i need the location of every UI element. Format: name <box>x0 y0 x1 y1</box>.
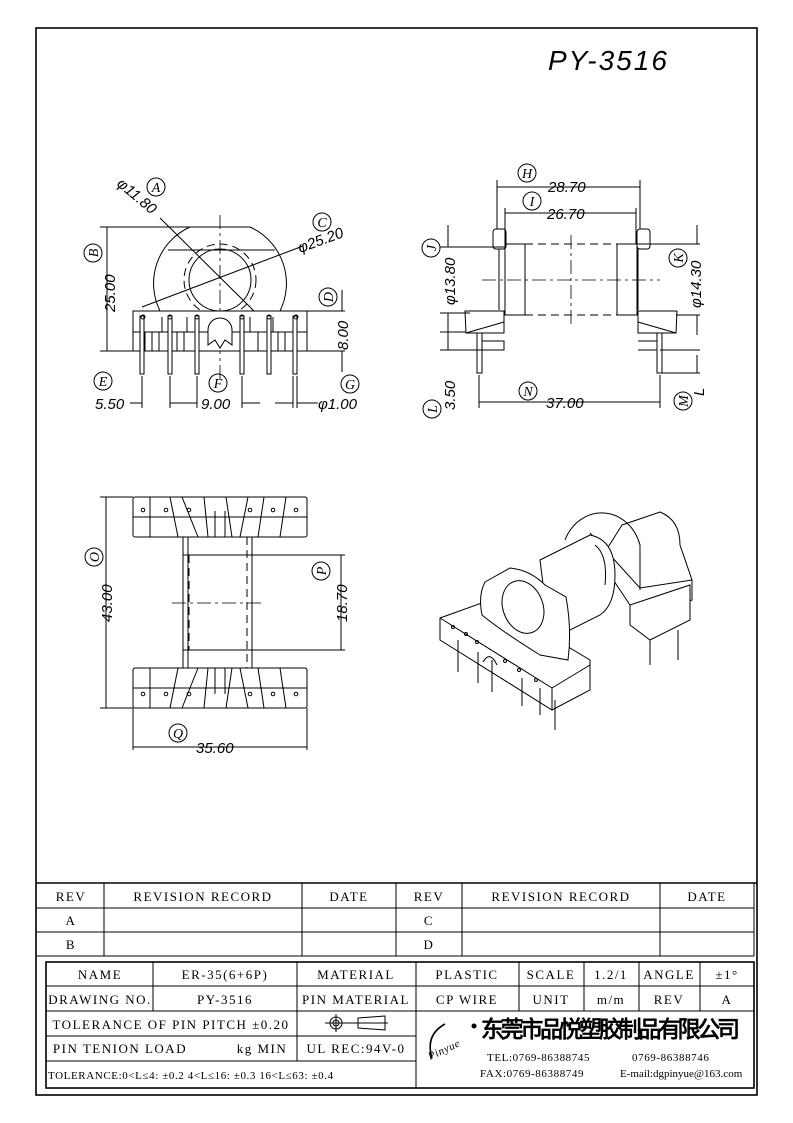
unit-label: UNIT <box>532 992 569 1007</box>
pin-tension-label: PIN TENION LOAD <box>53 1041 187 1056</box>
pin-material-label: PIN MATERIAL <box>302 992 410 1007</box>
side-view: H 28.70 I 26.70 J φ13.80 K φ14.30 L 3.50… <box>421 163 708 419</box>
scale-value: 1.2/1 <box>594 967 628 982</box>
tolerance-note: TOLERANCE:0<L≤4: ±0.2 4<L≤16: ±0.3 16<L≤… <box>48 1070 334 1082</box>
dim-letter-j: J <box>425 244 440 251</box>
pin-material-value: CP WIRE <box>436 992 498 1007</box>
title-block: NAME ER-35(6+6P) MATERIAL PLASTIC SCALE … <box>45 961 755 1089</box>
angle-value: ±1° <box>715 967 738 982</box>
pin-tension-unit: kg MIN <box>237 1041 288 1056</box>
rev-header: REV <box>56 889 87 904</box>
rev-value: A <box>722 992 733 1007</box>
dim-letter-i: I <box>529 195 536 210</box>
dim-g-value: φ1.00 <box>318 396 358 413</box>
rev-d: D <box>424 937 435 952</box>
dim-letter-b: B <box>87 248 102 257</box>
dim-letter-m: M <box>677 394 692 408</box>
dim-q-value: 35.60 <box>196 740 234 757</box>
company-email: E-mail:dgpinyue@163.com <box>620 1068 743 1080</box>
dim-m-value: L <box>691 388 708 396</box>
dim-b-value: 25.00 <box>102 274 119 313</box>
dim-i-value: 26.70 <box>546 206 585 223</box>
dim-letter-h: H <box>521 167 533 182</box>
dim-j-value: φ13.80 <box>442 257 459 305</box>
drawing-title: PY-3516 <box>548 45 669 76</box>
rev-label: REV <box>654 992 685 1007</box>
material-label: MATERIAL <box>317 967 395 982</box>
dim-letter-f: F <box>213 377 223 392</box>
rev-c: C <box>424 913 434 928</box>
isometric-view <box>439 511 693 730</box>
projection-symbol-icon <box>325 1014 388 1032</box>
revision-record-header-2: REVISION RECORD <box>491 889 630 904</box>
drawing-border <box>35 27 758 1096</box>
pins <box>139 314 299 375</box>
drawing-no-label: DRAWING NO. <box>48 992 152 1007</box>
revision-record-header: REVISION RECORD <box>133 889 272 904</box>
dim-k-value: φ14.30 <box>688 260 705 308</box>
ul-rec: UL REC:94V-0 <box>306 1041 405 1056</box>
dim-letter-e: E <box>98 375 108 390</box>
dim-p-value: 18.70 <box>334 584 351 622</box>
bottom-view: O 43.00 P 18.70 Q 35.60 <box>84 496 351 757</box>
name-value: ER-35(6+6P) <box>182 967 269 982</box>
company-logo: Pinyue <box>425 1023 477 1063</box>
dim-letter-n: N <box>522 385 533 400</box>
dim-d-value: 8.00 <box>335 320 352 350</box>
dim-f-value: 9.00 <box>201 396 231 413</box>
company-name: 东莞市品悦塑胶制品有限公司 <box>481 1016 741 1043</box>
rev-header-2: REV <box>414 889 445 904</box>
material-value: PLASTIC <box>435 967 498 982</box>
dim-letter-d: D <box>322 292 337 303</box>
dim-letter-o: O <box>88 552 103 562</box>
dim-letter-q: Q <box>173 727 183 742</box>
dim-h-value: 28.70 <box>547 179 586 196</box>
company-tel-2: 0769-86388746 <box>632 1052 709 1064</box>
rev-a: A <box>66 913 77 928</box>
revision-table: REV REVISION RECORD DATE REV REVISION RE… <box>36 882 757 957</box>
company-tel: TEL:0769-86388745 <box>487 1052 590 1064</box>
rev-b: B <box>66 937 76 952</box>
dim-letter-p: P <box>315 566 330 576</box>
front-view: A φ11.80 B 25.00 C φ25.20 D 8.00 E 5.50 … <box>83 175 360 413</box>
dim-letter-c: C <box>317 216 327 231</box>
unit-value: m/m <box>597 992 625 1007</box>
pin-pitch-tolerance: TOLERANCE OF PIN PITCH ±0.20 <box>52 1017 289 1032</box>
dim-n-value: 37.00 <box>546 395 584 412</box>
dim-o-value: 43.00 <box>99 584 116 622</box>
dim-letter-a: A <box>151 181 161 196</box>
dim-letter-g: G <box>345 378 355 393</box>
dim-e-value: 5.50 <box>95 396 125 413</box>
dim-letter-l: L <box>426 405 441 414</box>
dim-letter-k: K <box>672 253 687 264</box>
date-header-2: DATE <box>687 889 726 904</box>
drawing-no-value: PY-3516 <box>197 992 253 1007</box>
angle-label: ANGLE <box>643 967 695 982</box>
scale-label: SCALE <box>527 967 576 982</box>
name-label: NAME <box>78 967 122 982</box>
dim-l-value: 3.50 <box>442 380 459 410</box>
company-fax: FAX:0769-86388749 <box>480 1068 584 1080</box>
date-header: DATE <box>329 889 368 904</box>
